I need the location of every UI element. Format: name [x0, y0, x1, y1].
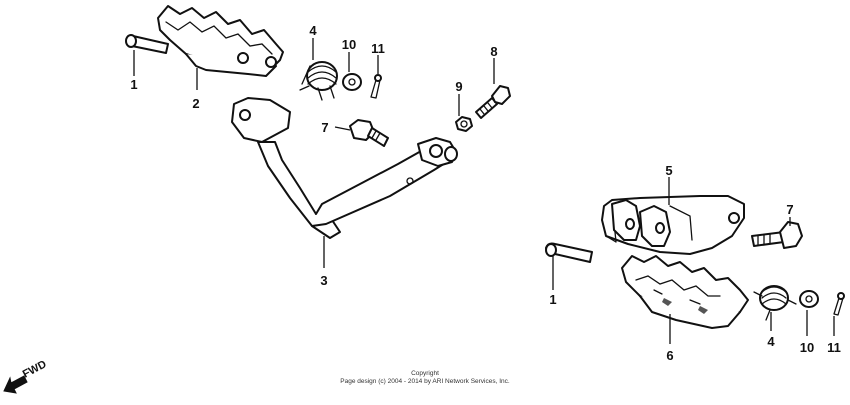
spring-part-bottom	[753, 285, 797, 321]
forward-arrow-icon	[3, 375, 28, 394]
callout-3: 3	[320, 273, 327, 288]
callout-1-right: 1	[549, 292, 556, 307]
callout-10-top: 10	[342, 37, 356, 52]
cotter-pin-part-bottom	[833, 292, 845, 316]
bolt-part-8	[475, 85, 511, 119]
callout-4-top: 4	[309, 23, 317, 38]
nut-part-9	[455, 116, 473, 132]
callout-1-left: 1	[130, 77, 137, 92]
copyright-line-1: Copyright	[411, 370, 439, 377]
callout-11-top: 11	[371, 41, 385, 56]
leader-7-left	[334, 126, 351, 131]
washer-part-bottom	[799, 290, 819, 308]
cotter-pin-part-top	[370, 74, 382, 99]
copyright-notice: Copyright Page design (c) 2004 - 2014 by…	[0, 370, 850, 385]
callout-2: 2	[192, 96, 199, 111]
footpeg-part-right	[621, 255, 749, 329]
callout-11-bottom: 11	[827, 340, 841, 355]
callout-8: 8	[490, 44, 497, 59]
callout-6: 6	[666, 348, 673, 363]
bolt-part-7-right	[751, 221, 803, 249]
callout-9: 9	[455, 79, 462, 94]
callout-7-right: 7	[786, 202, 793, 217]
callout-5: 5	[665, 163, 672, 178]
bolt-part-7-left	[349, 119, 389, 147]
callout-labels: 1 2 4 10 11 8 9 7 3 5 7 1 6 4 10 11	[130, 23, 840, 363]
bracket-part-3	[231, 97, 458, 239]
leader-lines	[133, 38, 835, 344]
spring-part-top	[299, 61, 338, 101]
callout-7-left: 7	[321, 120, 328, 135]
callout-10-bottom: 10	[800, 340, 814, 355]
pin-part-left	[125, 34, 169, 54]
pin-part-right	[545, 242, 593, 263]
washer-part-top	[342, 73, 362, 91]
copyright-line-2: Page design (c) 2004 - 2014 by ARI Netwo…	[340, 377, 510, 385]
bracket-part-5	[601, 195, 745, 255]
callout-4-bottom: 4	[767, 334, 775, 349]
footpeg-part-left	[157, 5, 284, 77]
